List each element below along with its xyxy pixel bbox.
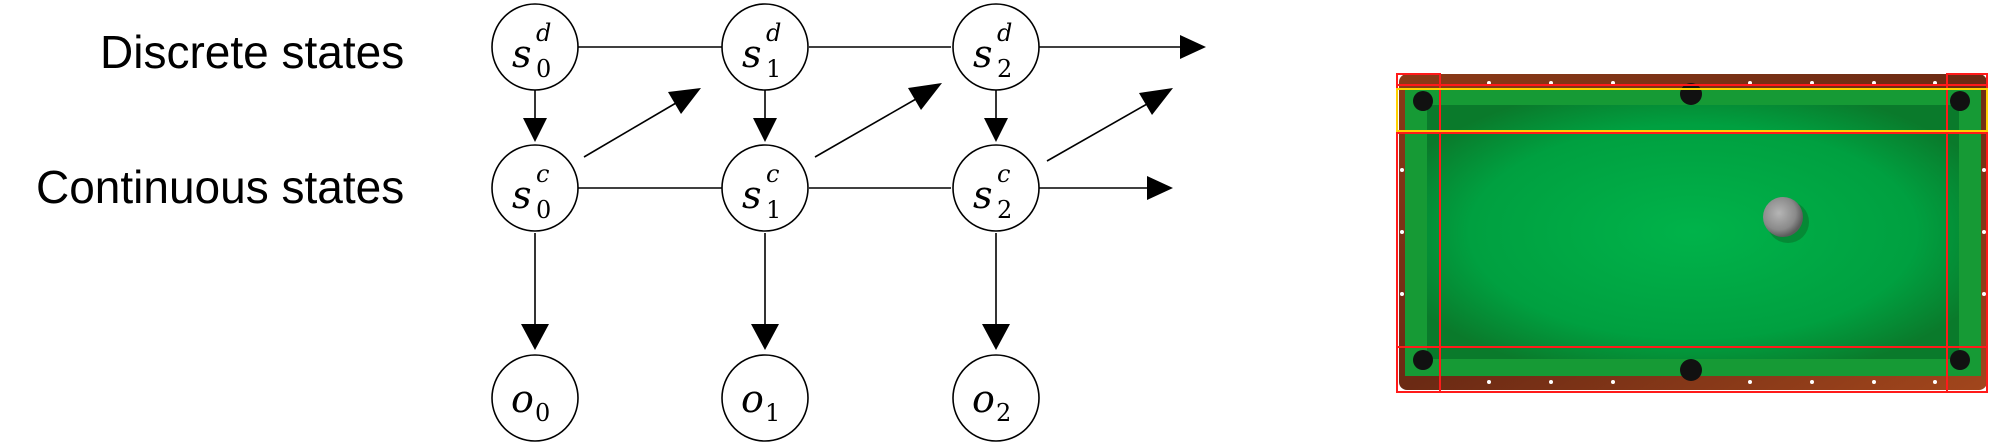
gray-ball <box>1763 197 1803 237</box>
arrowhead-c0-d1 <box>668 88 701 114</box>
node-s2d-sub: 2 <box>997 55 1012 83</box>
node-s2c-sub: 2 <box>997 196 1012 224</box>
node-s1-continuous: s c 1 <box>721 144 809 232</box>
region-boxes <box>1396 73 1988 393</box>
pool-table-illustration <box>1396 73 1988 393</box>
pocket-bottom-right <box>1950 350 1970 370</box>
node-o2-base: o <box>972 377 995 421</box>
node-o0-base: o <box>511 377 534 421</box>
edge-c2-next-d <box>1046 103 1148 162</box>
node-s0-continuous: s c 0 <box>491 144 579 232</box>
node-o0: o 0 <box>491 354 579 442</box>
red-box-bottom <box>1396 346 1988 393</box>
node-s0d-sub: 0 <box>536 55 551 83</box>
pocket-bottom-middle <box>1680 359 1702 381</box>
yellow-box-top <box>1396 88 1988 132</box>
node-s1c-sup: c <box>766 160 779 188</box>
node-s2-discrete: s d 2 <box>952 3 1040 91</box>
table-felt <box>1427 105 1959 359</box>
continuous-states-label: Continuous states <box>36 161 404 213</box>
edge-c0-d1 <box>583 102 677 158</box>
discrete-states-label: Discrete states <box>100 26 404 78</box>
node-s0d-sup: d <box>536 19 551 47</box>
edge-c1-d2 <box>814 98 917 158</box>
node-s1c-sub: 1 <box>766 196 781 224</box>
arrowhead-d2-next <box>1180 35 1206 59</box>
arrowhead-c1-o1 <box>751 324 779 350</box>
arrowhead-c1-d2 <box>908 83 942 110</box>
arrowhead-c2-next <box>1147 176 1173 200</box>
graph-edges <box>521 35 1206 350</box>
node-o0-sub: 0 <box>535 399 550 427</box>
node-o1-sub: 1 <box>765 399 780 427</box>
pocket-top-right <box>1950 91 1970 111</box>
node-s0d-base: s <box>512 32 532 76</box>
arrowhead-d2-c2 <box>984 118 1008 142</box>
node-s1d-sup: d <box>766 19 781 47</box>
node-s2d-base: s <box>973 32 993 76</box>
pocket-top-middle <box>1680 83 1702 105</box>
node-s0c-sup: c <box>536 160 549 188</box>
pocket-bottom-left <box>1413 350 1433 370</box>
node-o2-sub: 2 <box>996 399 1011 427</box>
node-s0-discrete: s d 0 <box>491 3 579 91</box>
node-o1: o 1 <box>721 354 809 442</box>
pocket-top-left <box>1413 91 1433 111</box>
node-s1c-base: s <box>742 173 762 217</box>
arrowhead-c2-next-d <box>1139 88 1173 115</box>
node-s0c-sub: 0 <box>536 196 551 224</box>
node-s2c-sup: c <box>997 160 1010 188</box>
graph-nodes: s d 0 s d 1 s d 2 s c 0 s c 1 <box>491 3 1040 442</box>
node-s2c-base: s <box>973 173 993 217</box>
node-s0c-base: s <box>512 173 532 217</box>
arrowhead-d0-c0 <box>523 118 547 142</box>
node-o1-base: o <box>741 377 764 421</box>
node-s2d-sup: d <box>997 19 1012 47</box>
node-s1-discrete: s d 1 <box>721 3 809 91</box>
node-s1d-sub: 1 <box>766 55 781 83</box>
arrowhead-d1-c1 <box>753 118 777 142</box>
node-s2-continuous: s c 2 <box>952 144 1040 232</box>
arrowhead-c2-o2 <box>982 324 1010 350</box>
node-s1d-base: s <box>742 32 762 76</box>
arrowhead-c0-o0 <box>521 324 549 350</box>
node-o2: o 2 <box>952 354 1040 442</box>
